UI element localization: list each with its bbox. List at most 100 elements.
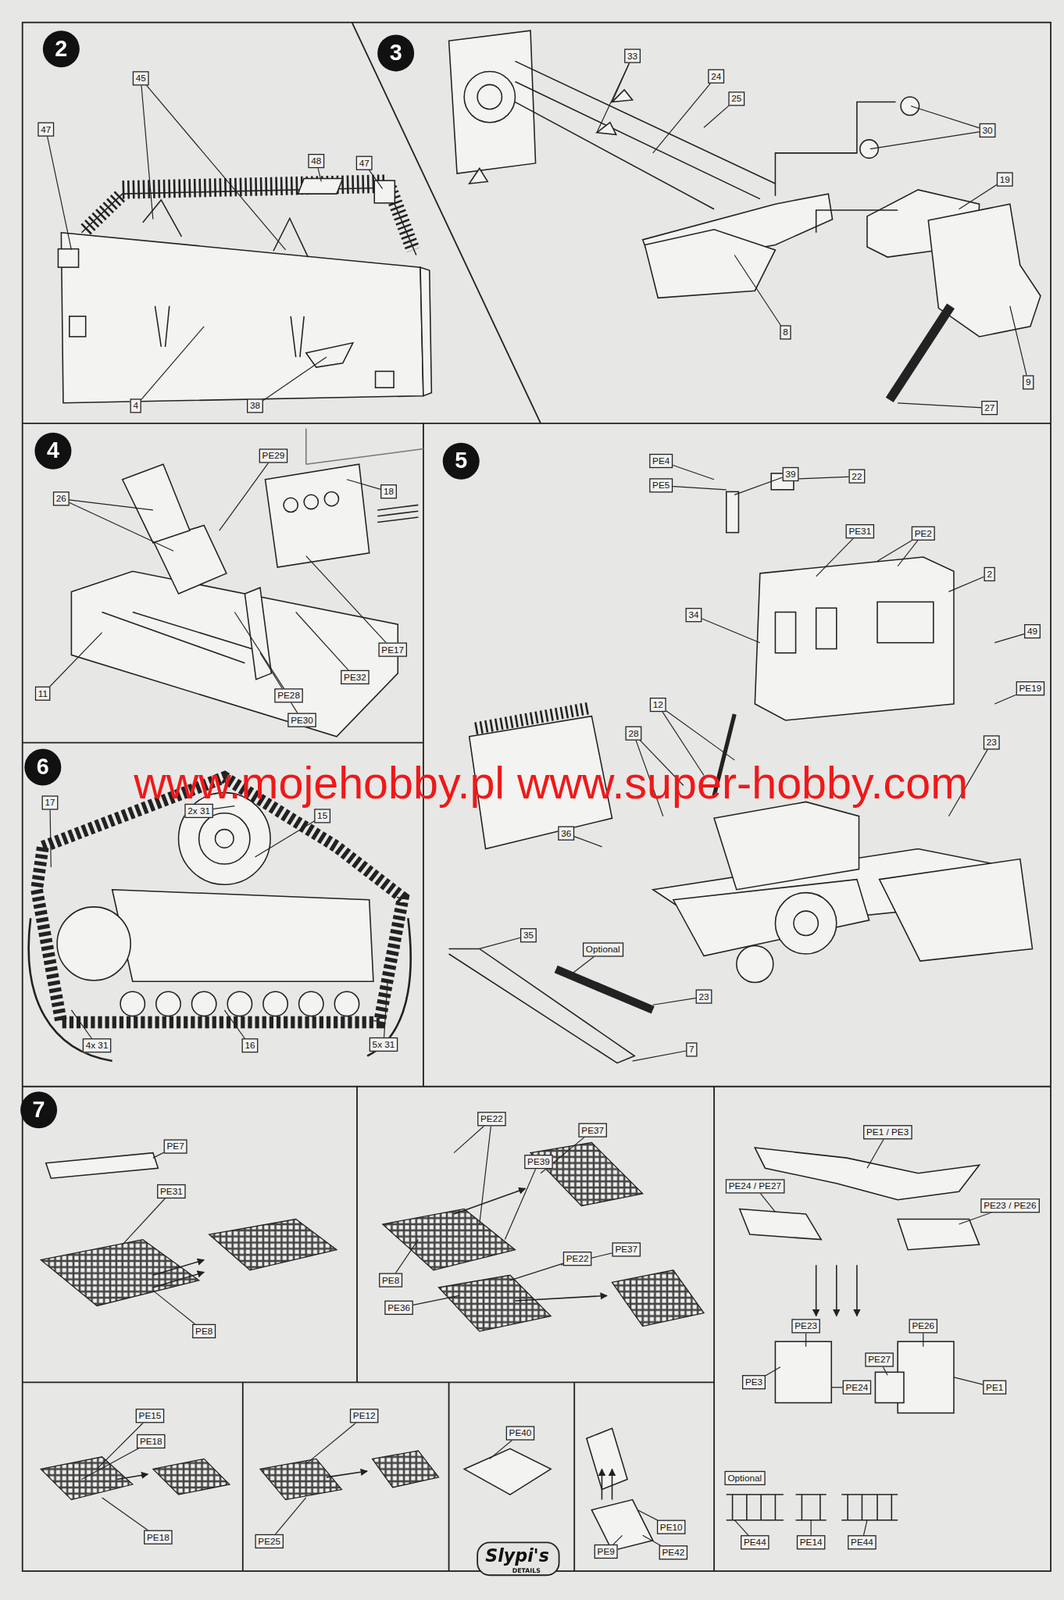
callout-box: 9 xyxy=(1022,374,1034,390)
leader-line xyxy=(657,704,735,761)
leader-line xyxy=(219,456,274,531)
callout-box: 45 xyxy=(132,71,150,86)
step-number: 7 xyxy=(20,1091,58,1129)
callout-box: PE8 xyxy=(192,1324,216,1339)
callout-box: PE39 xyxy=(524,1154,554,1170)
callout-number: 39 xyxy=(785,468,796,479)
leader-line xyxy=(383,979,388,1046)
leader-line xyxy=(910,106,988,131)
callout-box: PE32 xyxy=(340,670,370,686)
callout-box: PE36 xyxy=(384,1300,414,1316)
step-number: 3 xyxy=(377,34,415,72)
leader-line xyxy=(122,1191,172,1245)
callout-box: PE28 xyxy=(274,688,304,704)
callout-box: 16 xyxy=(241,1038,258,1054)
step-number: 5 xyxy=(442,442,480,480)
leader-line xyxy=(870,130,988,150)
callout-box: 26 xyxy=(53,491,70,507)
brand-subtitle: DETAILS xyxy=(512,1566,541,1574)
callout-box: PE8 xyxy=(378,1272,403,1288)
callout-number: PE22 xyxy=(480,1113,504,1125)
leader-line xyxy=(60,499,154,511)
callout-number: 12 xyxy=(653,699,664,711)
callout-box: 49 xyxy=(1024,624,1041,640)
callout-number: PE19 xyxy=(1019,683,1043,694)
callout-box: 24 xyxy=(707,69,725,85)
watermark: www.mojehobby.pl www.super-hobby.com xyxy=(133,757,968,809)
callout-box: Optional xyxy=(724,1471,765,1486)
callout-box: 30 xyxy=(979,123,997,139)
callout-number: Optional xyxy=(585,944,621,955)
callout-number: PE44 xyxy=(743,1537,767,1548)
callout-box: PE26 xyxy=(908,1318,938,1334)
callout-number: 30 xyxy=(982,124,993,136)
callout-box: 47 xyxy=(356,156,373,172)
callout-number: PE39 xyxy=(527,1156,550,1168)
callout-box: 25 xyxy=(728,91,745,107)
callout-box: 17 xyxy=(42,795,59,811)
callout-number: PE12 xyxy=(353,1410,376,1422)
callout-box: 23 xyxy=(696,989,713,1004)
callout-number: 11 xyxy=(38,688,48,699)
callout-box: PE44 xyxy=(740,1535,770,1550)
step-label: 6 xyxy=(36,753,50,781)
leader-line xyxy=(49,803,51,868)
callout-box: PE2 xyxy=(911,526,936,542)
callout-box: PE3 xyxy=(742,1374,766,1390)
callout-box: PE7 xyxy=(164,1138,188,1154)
callout-box: PE37 xyxy=(611,1242,641,1257)
callout-box: PE12 xyxy=(349,1408,379,1424)
callout-number: 23 xyxy=(986,737,997,748)
callout-number: 47 xyxy=(40,124,51,135)
callout-number: 27 xyxy=(984,403,995,414)
callout-box: 48 xyxy=(307,153,325,169)
callout-number: PE36 xyxy=(387,1302,411,1313)
callout-number: PE22 xyxy=(566,1253,590,1264)
callout-number: PE23 xyxy=(794,1321,818,1332)
callout-box: PE25 xyxy=(254,1534,284,1550)
callout-number: 28 xyxy=(628,728,639,739)
leader-line xyxy=(734,254,786,333)
callout-box: 22 xyxy=(848,468,865,484)
callout-number: 18 xyxy=(383,486,394,497)
callout-number: PE44 xyxy=(850,1537,874,1548)
callout-number: 16 xyxy=(244,1040,255,1051)
callout-box: PE29 xyxy=(259,448,289,464)
callout-number: 49 xyxy=(1027,626,1038,637)
callout-box: PE31 xyxy=(157,1184,186,1200)
leader-line xyxy=(140,78,154,220)
callout-box: PE22 xyxy=(477,1111,507,1127)
callout-number: 5x 31 xyxy=(372,1039,396,1050)
callout-number: PE27 xyxy=(867,1354,891,1365)
callout-number: 36 xyxy=(560,828,572,839)
callout-box: 12 xyxy=(649,697,667,713)
callout-number: PE18 xyxy=(139,1435,163,1447)
callout-box: 28 xyxy=(624,726,642,742)
callout-number: 15 xyxy=(317,810,328,822)
leader-line xyxy=(42,632,103,694)
callout-number: PE31 xyxy=(160,1185,183,1197)
callout-number: 47 xyxy=(359,157,370,168)
callout-box: PE14 xyxy=(796,1535,826,1550)
callout-box: 4x 31 xyxy=(82,1038,112,1054)
callout-box: PE15 xyxy=(135,1408,165,1424)
leader-line xyxy=(234,612,289,697)
brand-logo: Slypi's xyxy=(485,1545,550,1566)
leader-line xyxy=(260,653,303,721)
callout-number: 17 xyxy=(44,797,55,808)
leader-line xyxy=(596,56,633,133)
callout-box: PE44 xyxy=(847,1535,877,1550)
callout-box: PE17 xyxy=(378,642,408,657)
step-number: 4 xyxy=(34,432,72,470)
callout-box: PE1 / PE3 xyxy=(863,1124,912,1140)
callout-number: 4x 31 xyxy=(85,1040,109,1051)
callout-number: PE42 xyxy=(661,1547,685,1558)
callout-box: PE9 xyxy=(594,1544,618,1560)
callout-number: PE14 xyxy=(799,1537,823,1548)
callout-box: PE19 xyxy=(1016,681,1046,697)
callout-number: PE7 xyxy=(166,1141,184,1152)
step-number: 2 xyxy=(42,30,80,68)
callout-box: PE23 xyxy=(791,1318,821,1334)
callout-number: PE37 xyxy=(614,1244,638,1255)
callout-box: 35 xyxy=(520,928,537,943)
